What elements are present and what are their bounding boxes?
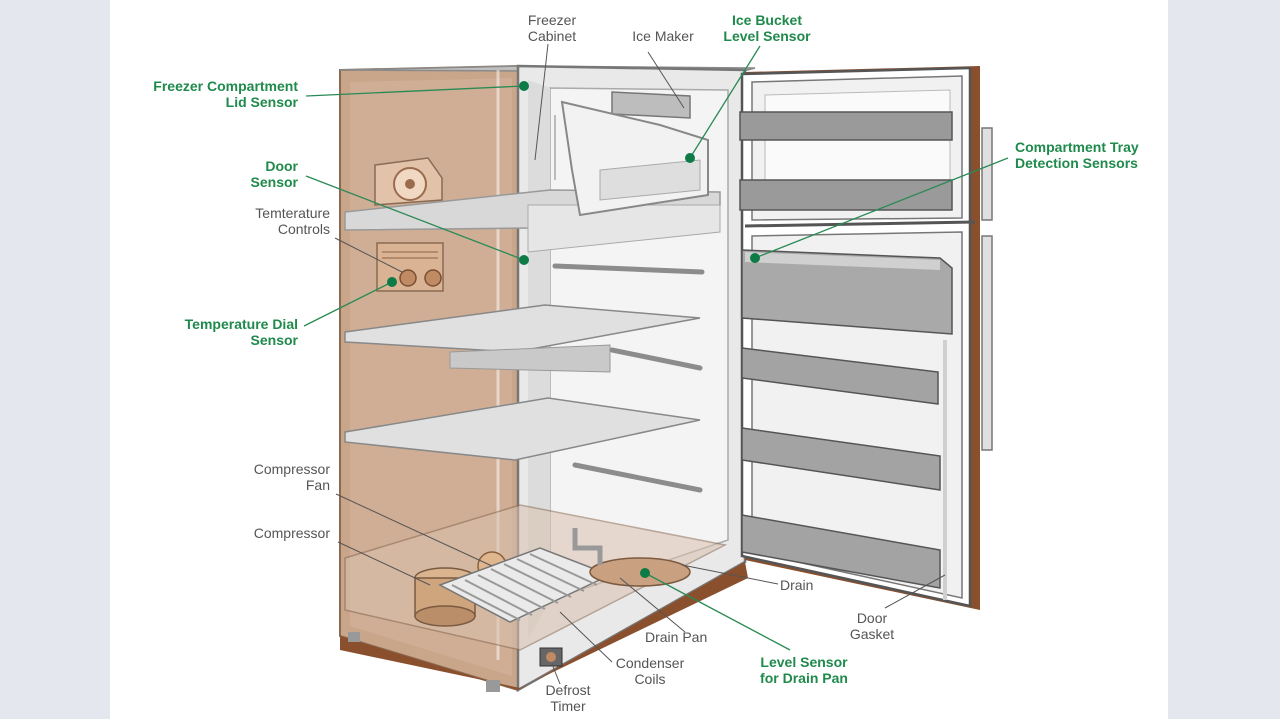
tray-detection-sensor-dot: [750, 253, 760, 263]
machine-compartment: [344, 504, 728, 667]
refrigerator-door: [739, 66, 993, 610]
freezer-compartment: [344, 91, 721, 253]
ice-bucket-sensor-dot: [685, 153, 695, 163]
label-drain-pan: Drain Pan: [645, 629, 708, 645]
fan-unit: [374, 157, 443, 206]
part-leader-lines: [334, 43, 946, 685]
sensor-leader-lines: [303, 45, 1009, 651]
label-drain: Drain: [780, 577, 814, 593]
freezer-lid-sensor-dot: [519, 81, 529, 91]
shelves: [344, 263, 705, 493]
temperature-controls: [376, 242, 444, 292]
label-compressor: Compressor: [253, 525, 330, 541]
drain-pan-sensor-dot: [640, 568, 650, 578]
door-sensor-dot: [519, 255, 529, 265]
label-ice-maker: Ice Maker: [632, 28, 694, 44]
temperature-dial-sensor-dot: [387, 277, 397, 287]
sensor-dots: [387, 81, 760, 578]
